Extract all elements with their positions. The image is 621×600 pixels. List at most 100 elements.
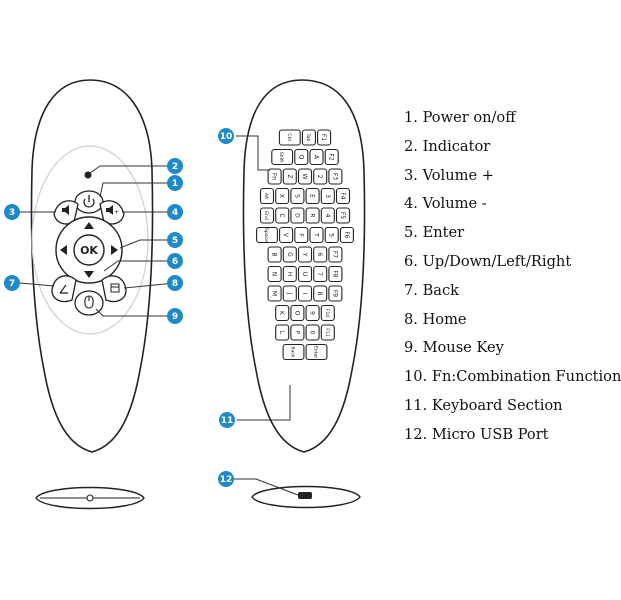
keyboard-key[interactable]: F — [294, 226, 309, 244]
keyboard-key[interactable]: J — [282, 285, 297, 302]
keyboard-key[interactable]: 5 — [324, 226, 339, 244]
keyboard-key[interactable]: K — [275, 304, 290, 322]
key-label: Space — [263, 228, 269, 242]
keyboard-key[interactable]: F4 — [335, 187, 351, 205]
keyboard-key[interactable]: 8 — [313, 285, 328, 302]
keyboard-key[interactable]: F6 — [339, 226, 354, 244]
keyboard-key[interactable]: Tab — [301, 129, 316, 146]
keyboard-key[interactable]: F10 — [320, 304, 335, 322]
key-label: F4 — [339, 192, 346, 199]
keyboard-key[interactable]: Back — [282, 343, 305, 361]
callout-badge: 4 — [167, 204, 183, 220]
key-label: K — [278, 311, 285, 316]
keyboard-key[interactable]: X — [275, 187, 290, 205]
keyboard-key[interactable]: 9 — [305, 304, 320, 322]
keyboard-key[interactable]: Y — [297, 246, 313, 263]
key-label: 2 — [316, 175, 323, 179]
home-button[interactable] — [101, 275, 127, 303]
keyboard-key[interactable]: Ctrl — [278, 129, 301, 146]
back-icon — [59, 284, 68, 294]
keyboard-key[interactable]: F7 — [328, 246, 343, 263]
keyboard-key[interactable]: 4 — [320, 207, 335, 224]
keyboard-key[interactable]: Shift — [271, 148, 294, 166]
arrow-right-icon[interactable] — [111, 245, 118, 255]
keyboard-key[interactable]: U — [297, 265, 313, 283]
keyboard-key[interactable]: E — [305, 187, 320, 205]
leader-lines — [19, 135, 299, 496]
key-label: S — [293, 194, 300, 198]
keyboard-key[interactable]: O — [290, 304, 305, 322]
key-label: H — [286, 272, 293, 277]
callout-number: 12 — [220, 475, 233, 485]
keyboard-key[interactable]: 7 — [313, 265, 328, 283]
keyboard-key[interactable]: B — [267, 246, 282, 263]
indicator-light — [84, 171, 92, 179]
key-label: F7 — [331, 251, 338, 258]
keyboard-key[interactable]: W — [297, 168, 313, 185]
keyboard-key[interactable]: Q — [294, 148, 309, 166]
key-label: Enter — [313, 346, 319, 358]
home-icon — [110, 283, 120, 293]
key-label: B — [271, 252, 278, 256]
callout-number: 9 — [172, 312, 178, 322]
ok-button[interactable] — [73, 234, 105, 266]
back-button[interactable] — [51, 275, 77, 303]
keyboard-key[interactable]: T — [309, 226, 324, 244]
keyboard-key[interactable]: F1 — [317, 129, 332, 146]
keyboard-key[interactable]: Alt — [259, 187, 275, 205]
keyboard-key[interactable]: M — [267, 285, 282, 302]
keyboard-key[interactable]: F9 — [328, 285, 343, 302]
keyboard-key[interactable]: P — [290, 324, 305, 341]
key-label: Shift — [278, 152, 284, 163]
ok-label: OK — [80, 244, 98, 257]
keyboard-key[interactable]: 6 — [313, 246, 328, 263]
key-label: F1 — [320, 134, 327, 141]
keyboard-key[interactable]: Space — [256, 226, 278, 244]
keyboard-key[interactable]: Enter — [305, 343, 328, 361]
keyboard-key[interactable]: Z — [282, 168, 297, 185]
key-label: Tab — [305, 133, 311, 142]
keyboard-key[interactable]: A — [309, 148, 324, 166]
legend-item: 3. Volume + — [404, 166, 494, 184]
keyboard-key[interactable]: S — [290, 187, 305, 205]
key-label: 4 — [324, 214, 331, 218]
keyboard-key[interactable]: I — [297, 285, 313, 302]
keyboard-key[interactable]: L — [275, 324, 290, 341]
key-label: F11 — [324, 328, 330, 337]
key-label: O — [293, 311, 300, 316]
arrow-up-icon[interactable] — [84, 222, 94, 229]
key-label: Y — [301, 252, 308, 257]
arrow-left-icon[interactable] — [60, 245, 67, 255]
key-label: 6 — [316, 253, 323, 257]
key-label: C — [278, 213, 285, 217]
micro-usb-port[interactable] — [298, 492, 312, 499]
key-label: Ctrl — [286, 133, 292, 141]
arrow-down-icon[interactable] — [84, 271, 94, 278]
key-label: I — [301, 293, 308, 295]
keyboard-key[interactable]: 0 — [305, 324, 320, 341]
keyboard-key[interactable]: F5 — [335, 207, 351, 224]
keyboard-key[interactable]: End — [259, 207, 275, 224]
callout-number: 8 — [172, 279, 178, 289]
legend-item: 6. Up/Down/Left/Right — [404, 252, 572, 270]
keyboard-key[interactable]: D — [290, 207, 305, 224]
legend-item: 12. Micro USB Port — [404, 425, 549, 443]
keyboard-key[interactable]: F8 — [328, 265, 343, 283]
key-label: Back — [290, 346, 296, 357]
keyboard-key[interactable]: N — [267, 265, 282, 283]
keyboard-key[interactable]: V — [279, 226, 294, 244]
keyboard-key[interactable]: 2 — [313, 168, 328, 185]
speaker-plus-icon: + — [106, 205, 119, 216]
keyboard-key[interactable]: G — [282, 246, 297, 263]
keyboard-key[interactable]: 3 — [320, 187, 335, 205]
speaker-minus-icon — [62, 205, 69, 215]
keyboard-key[interactable]: F2 — [324, 148, 339, 166]
keyboard-key[interactable]: F11 — [320, 324, 335, 341]
keyboard-key[interactable]: F3 — [328, 168, 343, 185]
keyboard-key[interactable]: H — [282, 265, 297, 283]
keyboard-key[interactable]: C — [275, 207, 290, 224]
keyboard-key[interactable]: R — [305, 207, 320, 224]
callout-badge: 6 — [167, 253, 183, 269]
keyboard-key[interactable]: Fn — [267, 168, 282, 185]
